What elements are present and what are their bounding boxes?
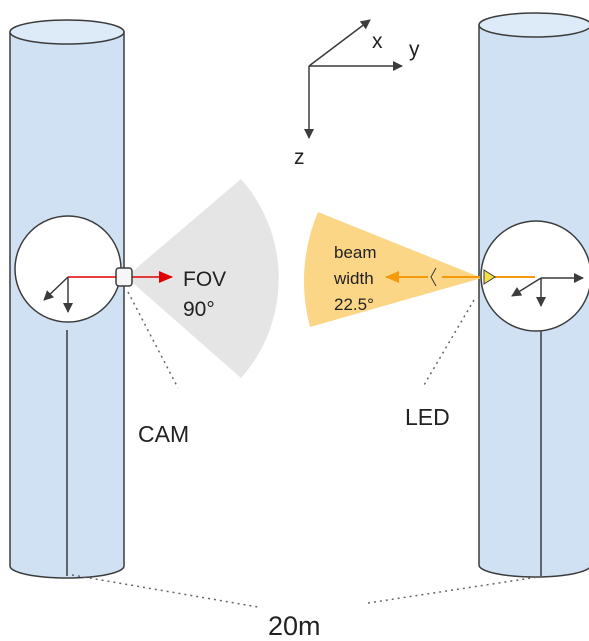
beam-value: 22.5° bbox=[334, 295, 374, 314]
led-label: LED bbox=[405, 404, 450, 430]
left-sphere bbox=[14, 215, 122, 323]
fov-wedge bbox=[126, 179, 279, 378]
fov-value: 90° bbox=[183, 298, 215, 321]
led-device bbox=[483, 269, 496, 285]
camera-device bbox=[115, 267, 133, 287]
axis-z-label: z bbox=[294, 146, 305, 169]
cam-label: CAM bbox=[138, 421, 189, 447]
led-axis-arrow bbox=[385, 267, 535, 287]
beam-label-line2: width bbox=[333, 269, 374, 288]
right-sphere bbox=[480, 220, 589, 332]
beam-wedge bbox=[303, 212, 482, 327]
axis-x-label: x bbox=[372, 30, 383, 53]
distance-label: 20m bbox=[268, 611, 321, 641]
axis-y-label: y bbox=[409, 38, 420, 61]
coordinate-axes bbox=[304, 19, 403, 139]
beam-label-line1: beam bbox=[334, 243, 377, 262]
fov-label: FOV bbox=[183, 268, 226, 291]
leader-lines bbox=[71, 291, 539, 608]
